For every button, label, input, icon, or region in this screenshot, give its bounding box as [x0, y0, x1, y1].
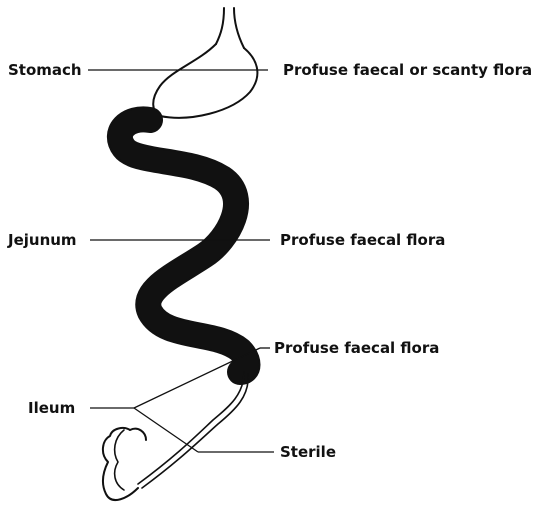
stomach-flora-label: Profuse faecal or scanty flora [283, 61, 532, 79]
terminal-ileum-inner [138, 372, 244, 484]
sterile-label: Sterile [280, 443, 336, 461]
small-intestine-lumen [120, 119, 248, 372]
caecum [103, 428, 146, 500]
jejunum-flora-label: Profuse faecal flora [280, 231, 445, 249]
terminal-ileum [142, 374, 248, 488]
ileum-lower-leader [134, 408, 198, 452]
jejunum-label: Jejunum [7, 231, 77, 249]
oesophagus [216, 8, 244, 48]
loop-flora-label: Profuse faecal flora [274, 339, 439, 357]
stomach-label: Stomach [8, 61, 82, 79]
ileum-label: Ileum [28, 399, 75, 417]
stomach-outline [153, 44, 257, 118]
caecum-fold [115, 430, 124, 490]
